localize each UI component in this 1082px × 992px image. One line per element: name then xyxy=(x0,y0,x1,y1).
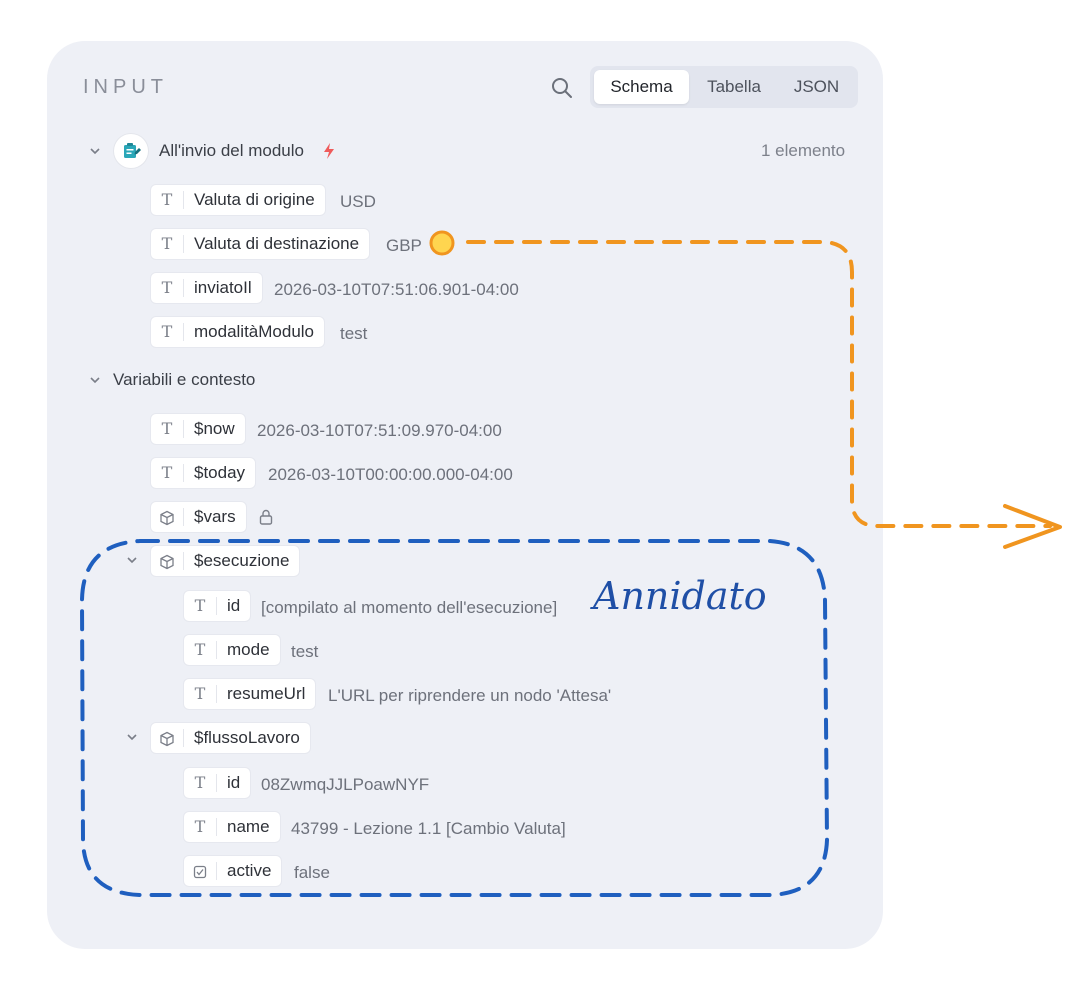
context-section-title[interactable]: Variabili e contesto xyxy=(113,370,256,389)
tab-json[interactable]: JSON xyxy=(793,77,840,96)
field-label: Valuta di destinazione xyxy=(194,234,360,253)
cube-icon xyxy=(151,729,184,747)
field-label: inviatoIl xyxy=(194,278,252,297)
field-value: 2026-03-10T07:51:09.970-04:00 xyxy=(257,421,502,440)
cube-icon xyxy=(151,552,184,570)
object-chip[interactable]: $esecuzione xyxy=(151,546,300,576)
field-chip[interactable]: T id xyxy=(184,591,251,621)
field-label: Valuta di origine xyxy=(194,190,315,209)
lightning-icon xyxy=(324,143,334,159)
form-trigger-icon xyxy=(114,134,148,168)
checkbox-type-icon xyxy=(184,862,217,880)
chevron-down-icon[interactable] xyxy=(126,731,138,743)
item-count: 1 elemento xyxy=(761,141,846,160)
arrowhead-icon xyxy=(1003,504,1062,549)
field-value: 2026-03-10T00:00:00.000-04:00 xyxy=(268,465,513,484)
field-chip[interactable]: T modalitàModulo xyxy=(151,317,325,347)
view-tabs: Schema Tabella JSON xyxy=(590,66,858,108)
text-type-icon: T xyxy=(184,597,217,615)
lock-icon xyxy=(259,509,273,525)
field-label: $flussoLavoro xyxy=(194,728,300,747)
chevron-down-icon[interactable] xyxy=(89,374,101,386)
field-value: GBP xyxy=(386,236,422,255)
field-chip[interactable]: active xyxy=(184,856,282,886)
field-value: test xyxy=(291,642,319,661)
text-type-icon: T xyxy=(184,641,217,659)
field-label: $vars xyxy=(194,507,236,526)
tab-tabella[interactable]: Tabella xyxy=(707,77,761,96)
field-chip[interactable]: T $today xyxy=(151,458,256,488)
field-label: modalitàModulo xyxy=(194,322,315,341)
cube-icon xyxy=(151,508,184,526)
text-type-icon: T xyxy=(151,420,184,438)
field-value: 43799 - Lezione 1.1 [Cambio Valuta] xyxy=(291,819,566,838)
text-type-icon: T xyxy=(184,685,217,703)
field-value: false xyxy=(294,863,330,882)
text-type-icon: T xyxy=(184,818,217,836)
field-value: test xyxy=(340,324,368,343)
field-chip[interactable]: T Valuta di origine xyxy=(151,185,325,215)
chevron-down-icon[interactable] xyxy=(89,145,101,157)
field-label: name xyxy=(227,817,270,836)
text-type-icon: T xyxy=(151,279,184,297)
field-label: $esecuzione xyxy=(194,551,290,570)
field-value: [compilato al momento dell'esecuzione] xyxy=(261,598,558,617)
field-label: $now xyxy=(194,419,235,438)
trigger-node-name[interactable]: All'invio del modulo xyxy=(159,141,304,160)
field-chip[interactable]: T mode xyxy=(184,635,280,665)
chevron-down-icon[interactable] xyxy=(126,554,138,566)
field-chip[interactable]: T $now xyxy=(151,414,245,444)
input-panel xyxy=(47,41,883,949)
field-label: mode xyxy=(227,640,270,659)
field-chip[interactable]: T name xyxy=(184,812,280,842)
field-label: id xyxy=(227,596,241,615)
field-chip[interactable]: T id xyxy=(184,768,251,798)
search-icon[interactable] xyxy=(550,76,574,100)
text-type-icon: T xyxy=(151,323,184,341)
field-value: 2026-03-10T07:51:06.901-04:00 xyxy=(274,280,519,299)
field-label: $today xyxy=(194,463,246,482)
tab-schema[interactable]: Schema xyxy=(594,70,689,104)
annotation-label: Annidato xyxy=(593,574,767,618)
field-value: USD xyxy=(340,192,376,211)
field-label: active xyxy=(227,861,272,880)
text-type-icon: T xyxy=(151,464,184,482)
field-label: resumeUrl xyxy=(227,684,306,703)
text-type-icon: T xyxy=(184,774,217,792)
field-value: L'URL per riprendere un nodo 'Attesa' xyxy=(328,686,612,705)
field-label: id xyxy=(227,773,241,792)
panel-title: INPUT xyxy=(83,76,168,98)
field-chip[interactable]: T inviatoIl xyxy=(151,273,262,303)
field-chip[interactable]: T Valuta di destinazione xyxy=(151,229,370,259)
text-type-icon: T xyxy=(151,191,184,209)
text-type-icon: T xyxy=(151,235,184,253)
field-value: 08ZwmqJJLPoawNYF xyxy=(261,775,430,794)
field-chip[interactable]: $vars xyxy=(151,502,246,532)
field-chip[interactable]: T resumeUrl xyxy=(184,679,316,709)
object-chip[interactable]: $flussoLavoro xyxy=(151,723,310,753)
